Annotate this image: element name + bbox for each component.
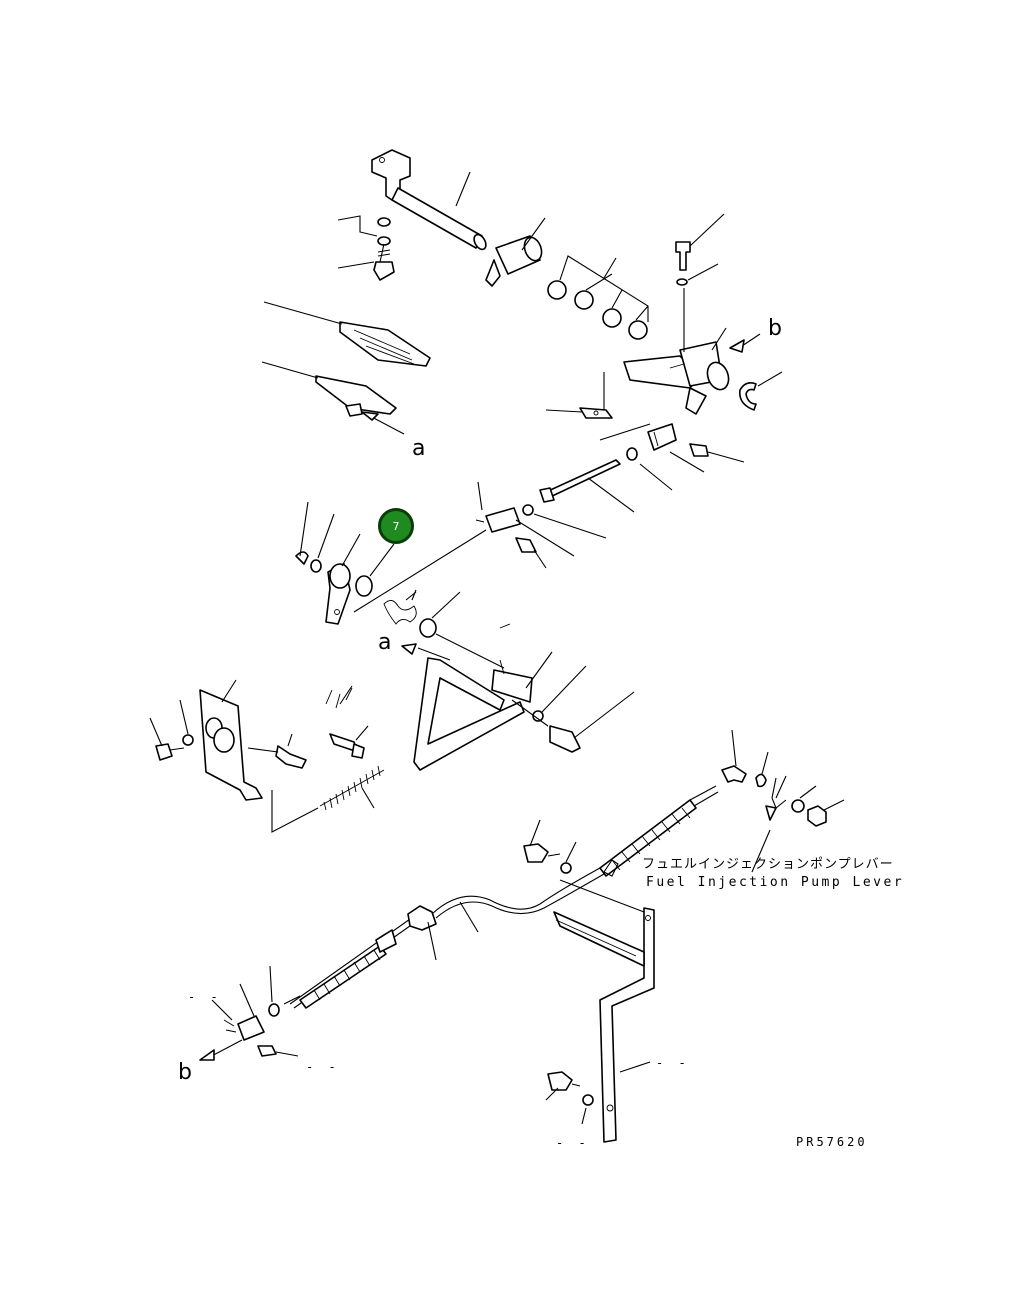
drawing-code: PR57620	[796, 1135, 868, 1149]
pedal-pads	[261, 301, 431, 435]
part-marker-number: 7	[392, 519, 400, 533]
callout-english: Fuel Injection Pump Lever	[646, 875, 905, 890]
label-a-mid: a	[378, 630, 392, 655]
label-a-top: a	[412, 436, 426, 461]
callout-japanese: フュエルインジェクションポンプレバー	[642, 857, 894, 872]
lever-assembly	[295, 501, 505, 669]
cable-assembly	[289, 729, 845, 1009]
pedal-shaft	[371, 149, 487, 251]
spring-assembly	[271, 685, 385, 833]
label-b-bottom: b	[178, 1060, 192, 1085]
support-bracket	[523, 819, 655, 1143]
dash-label: - -	[306, 1060, 340, 1074]
part-marker-7[interactable]: 7	[378, 508, 414, 544]
washers-top-left	[337, 215, 395, 281]
bushings	[547, 255, 649, 340]
mounting-bracket	[149, 679, 307, 801]
rod-clevis	[353, 423, 745, 613]
upper-bracket-b	[623, 213, 783, 415]
link-bracket	[545, 372, 651, 441]
pedal-boss	[485, 217, 546, 287]
cable-end-b	[199, 965, 301, 1061]
dash-label: - -	[656, 1056, 690, 1070]
label-b-top: b	[768, 316, 782, 341]
dash-label: - -	[556, 1136, 590, 1150]
pedal-arm-a	[401, 623, 635, 771]
dash-label: - -	[188, 990, 222, 1004]
